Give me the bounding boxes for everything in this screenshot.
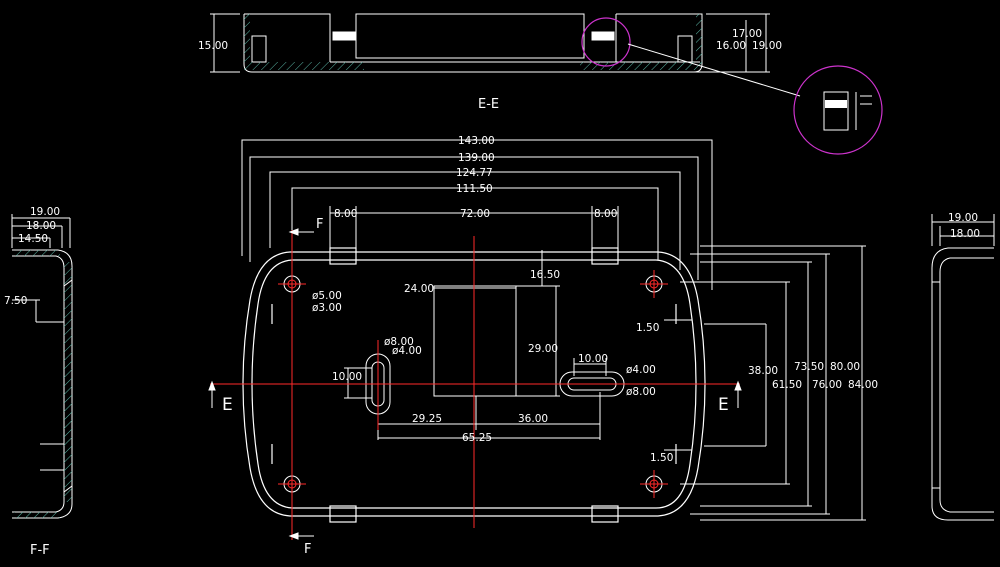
dim-ee-15: 15.00 [198, 40, 228, 52]
plan-dimension-lines [241, 139, 866, 521]
dim-ff-18: 18.00 [26, 220, 56, 232]
dim-61-50: 61.50 [772, 379, 802, 391]
dim-side-19: 19.00 [948, 212, 978, 224]
detail-marker-circle[interactable] [581, 17, 631, 67]
centerlines [210, 230, 740, 540]
section-mark-f-bottom: F [304, 542, 311, 557]
dim-29: 29.00 [528, 343, 558, 355]
dim-29-25: 29.25 [412, 413, 442, 425]
dim-1-50-top: 1.50 [636, 322, 659, 334]
ff-wall-hatch [64, 262, 72, 502]
dim-8-left: 8.00 [334, 208, 357, 220]
dim-1-50-bottom: 1.50 [650, 452, 673, 464]
dim-38: 38.00 [748, 365, 778, 377]
dim-ee-16: 16.00 [716, 40, 746, 52]
section-arrow-f-top [288, 228, 314, 236]
dim-65-25: 65.25 [462, 432, 492, 444]
dim-slot-v-8: ø8.00 [384, 336, 414, 348]
dim-111-50: 111.50 [456, 183, 493, 195]
dim-139: 139.00 [458, 152, 495, 164]
side-view-right [931, 214, 995, 521]
section-ff-view [11, 214, 73, 519]
section-ee-view [210, 13, 770, 73]
dim-80: 80.00 [830, 361, 860, 373]
section-mark-e-right: E [718, 395, 729, 415]
dim-slot-v-4: ø4.00 [392, 345, 422, 357]
section-label-ee: E-E [478, 97, 499, 112]
dim-76: 76.00 [812, 379, 842, 391]
dim-slot-v-10: 10.00 [332, 371, 362, 383]
dim-143: 143.00 [458, 135, 495, 147]
dim-ff-19: 19.00 [30, 206, 60, 218]
dim-slot-h-4: ø4.00 [626, 364, 656, 376]
dim-slot-h-10: 10.00 [578, 353, 608, 365]
dim-72: 72.00 [460, 208, 490, 220]
section-arrow-f-bottom [288, 532, 314, 540]
section-mark-e-left: E [222, 395, 233, 415]
dim-124-77: 124.77 [456, 167, 493, 179]
dim-24: 24.00 [404, 283, 434, 295]
section-mark-f-top: F [316, 217, 323, 232]
detail-leader-line [627, 43, 801, 97]
ff-bottom-hatch [14, 512, 60, 518]
dim-hole-3: ø3.00 [312, 302, 342, 314]
section-arrow-e-left [208, 380, 216, 408]
detail-view-circle[interactable] [793, 65, 883, 155]
rect-cutout[interactable] [433, 285, 517, 397]
section-arrow-e-right [734, 380, 742, 408]
dim-84: 84.00 [848, 379, 878, 391]
dim-8-right: 8.00 [594, 208, 617, 220]
ff-top-hatch [14, 250, 60, 256]
dim-side-18: 18.00 [950, 228, 980, 240]
dim-36: 36.00 [518, 413, 548, 425]
dim-ff-14-50: 14.50 [18, 233, 48, 245]
dim-ff-7-50: 7.50 [4, 295, 27, 307]
dim-ee-17: 17.00 [732, 28, 762, 40]
dim-73-50: 73.50 [794, 361, 824, 373]
enclosure-outline [242, 247, 706, 523]
dim-hole-5: ø5.00 [312, 290, 342, 302]
section-label-ff: F-F [30, 543, 50, 558]
dim-ee-19: 19.00 [752, 40, 782, 52]
dim-slot-h-8: ø8.00 [626, 386, 656, 398]
dim-16-50: 16.50 [530, 269, 560, 281]
